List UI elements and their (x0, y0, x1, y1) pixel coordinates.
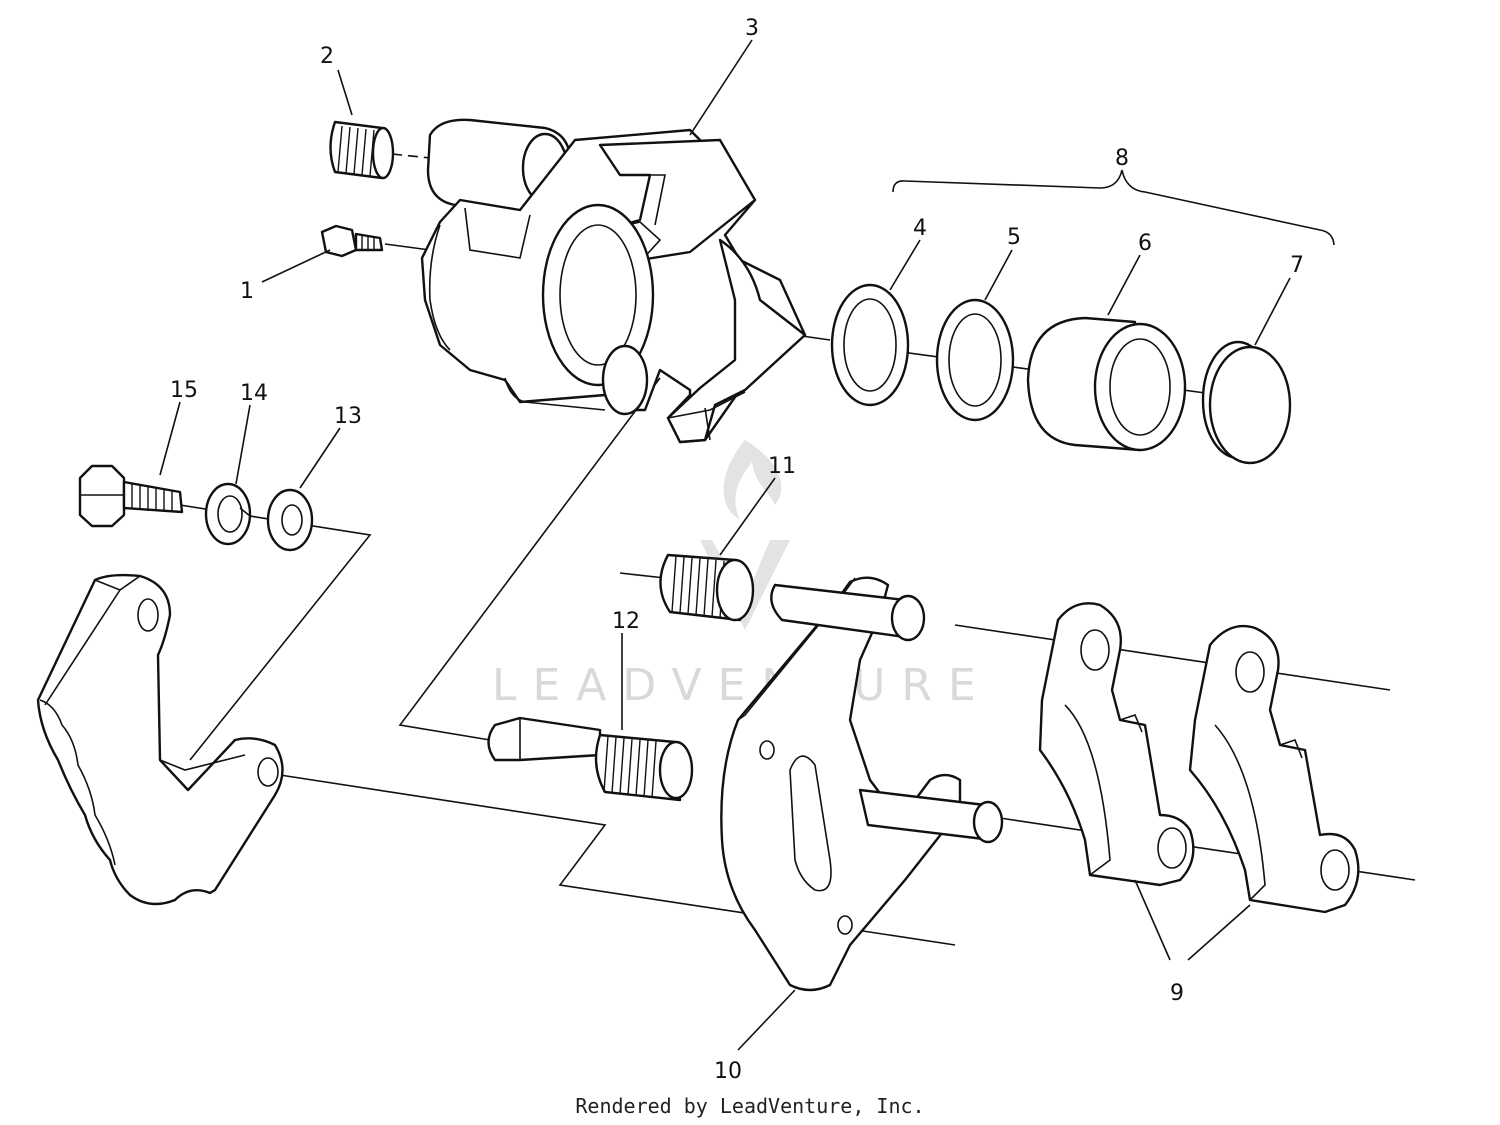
callout-8: 8 (1115, 146, 1129, 171)
part-9-brake-pad-b (1188, 624, 1360, 914)
part-12-pin-bushing (487, 716, 694, 802)
watermark-text: LEADVENTURE (492, 660, 992, 711)
callout-4: 4 (913, 216, 927, 241)
callout-5: 5 (1007, 225, 1021, 250)
callout-7: 7 (1290, 253, 1304, 278)
callouts: 1 2 3 4 5 6 7 8 9 10 11 12 13 14 15 (170, 16, 1304, 1084)
callout-15: 15 (170, 378, 198, 403)
part-11-bushing (659, 553, 755, 622)
part-7-cap (1201, 340, 1292, 465)
footer-credit: Rendered by LeadVenture, Inc. (575, 1094, 925, 1118)
part-13-washer (266, 488, 314, 552)
part-15-bolt (78, 464, 184, 528)
callout-10: 10 (714, 1059, 742, 1084)
group-bracket-8 (892, 169, 1335, 246)
callout-6: 6 (1138, 231, 1152, 256)
part-9-brake-pad-a (1038, 602, 1195, 887)
part-4-seal (830, 283, 910, 407)
part-10-caliper-bracket (720, 576, 1004, 992)
callout-14: 14 (240, 381, 268, 406)
callout-2: 2 (320, 44, 334, 69)
callout-12: 12 (612, 609, 640, 634)
part-6-piston (1026, 316, 1187, 452)
callout-3: 3 (745, 16, 759, 41)
part-2-threaded-plug (329, 120, 395, 180)
part-14-lock-washer (204, 482, 252, 546)
part-1-bleeder-screw (320, 224, 384, 258)
part-5-seal (935, 298, 1015, 422)
callout-9: 9 (1170, 981, 1184, 1006)
leader-lines (159, 39, 1291, 1051)
caliper-body (420, 118, 807, 444)
mounting-arm (36, 573, 284, 906)
callout-13: 13 (334, 404, 362, 429)
callout-11: 11 (768, 454, 796, 479)
callout-1: 1 (240, 279, 254, 304)
